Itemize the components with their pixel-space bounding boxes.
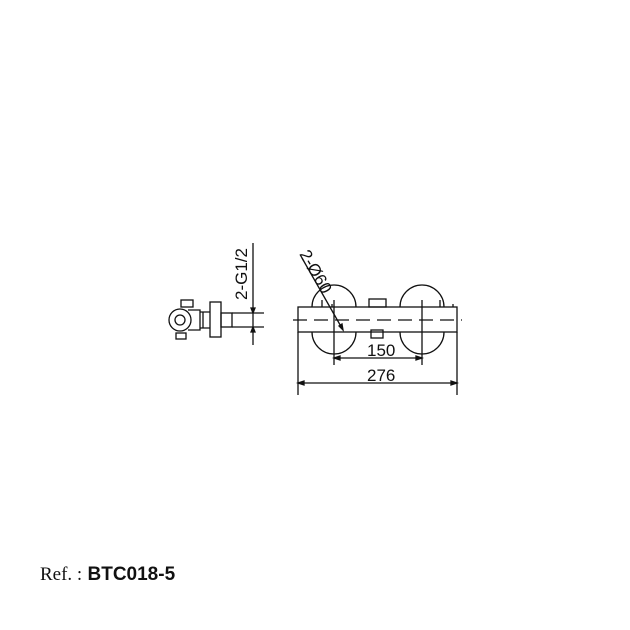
extension-lines (297, 332, 458, 395)
knob-centerlines (333, 300, 423, 365)
valve-body-outer (168, 308, 192, 332)
nut (200, 311, 210, 329)
reference-code: BTC018-5 (87, 564, 176, 585)
valve-body-inner (174, 314, 186, 326)
front-view: 150 276 2-Ø60 (293, 247, 462, 395)
reference-label: Ref. : (40, 564, 83, 585)
reference: Ref. : BTC018-5 (40, 564, 175, 586)
thread-label: 2-G1/2 (232, 248, 251, 300)
leader-arrow (337, 322, 344, 332)
dim-276-label: 276 (367, 366, 395, 385)
valve-bottom-cap (175, 332, 187, 340)
body-details (321, 300, 454, 307)
pipe-stub (220, 312, 233, 328)
dim-276-arrows (295, 380, 460, 386)
dim-150-label: 150 (367, 341, 395, 360)
dim-arrows (250, 307, 256, 333)
bottom-outlet (370, 329, 384, 339)
valve-neck (188, 309, 201, 331)
top-button (368, 298, 387, 308)
knob-leader (301, 257, 344, 331)
dim-150-arrows (331, 355, 425, 361)
valve-top-cap (180, 299, 194, 308)
knob-diameter-label: 2-Ø60 (296, 247, 336, 297)
pipe-lines (232, 312, 264, 328)
wall-flange (209, 301, 222, 338)
side-view: 2-G1/2 (168, 243, 264, 345)
